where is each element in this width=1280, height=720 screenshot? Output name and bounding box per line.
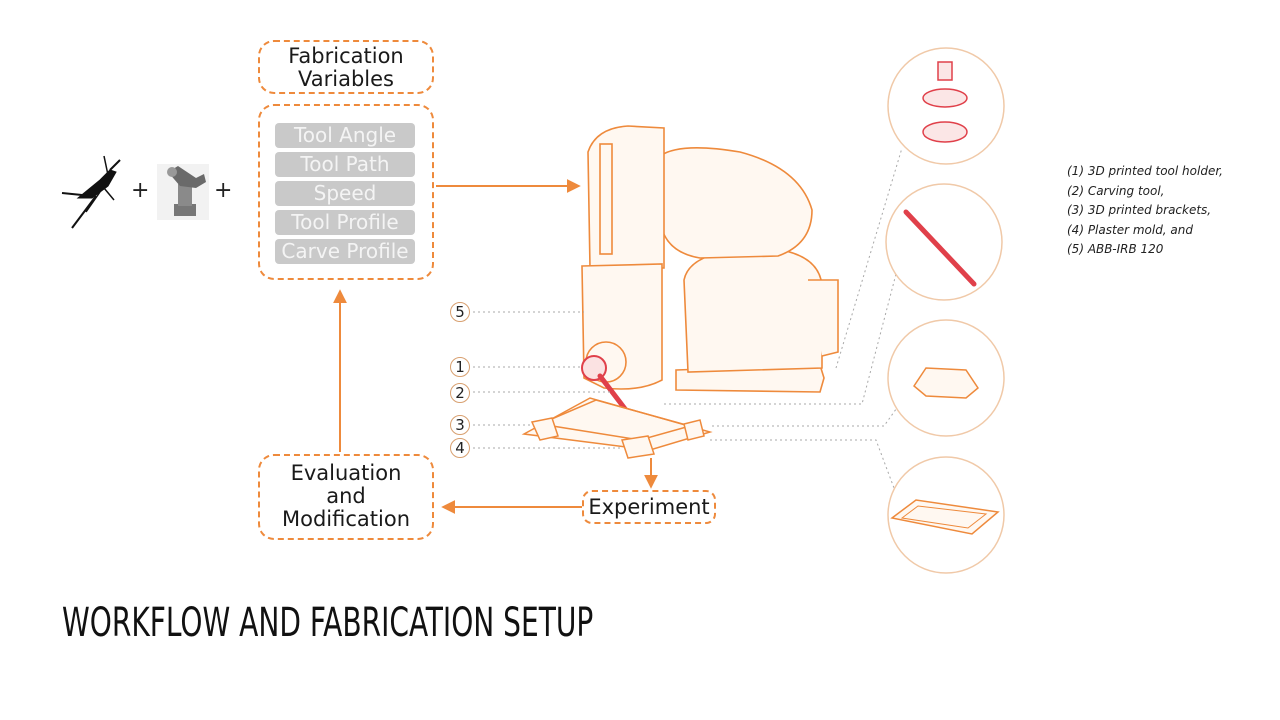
variables-box — [258, 104, 434, 280]
evaluation-label: Evaluation and Modification — [282, 461, 410, 531]
variable-tool-path: Tool Path — [275, 152, 415, 177]
callout-5: 5 — [450, 302, 470, 322]
legend-item: (2) Carving tool, — [1067, 183, 1165, 198]
variable-tool-angle: Tool Angle — [275, 123, 415, 148]
plaster-mold-illustration — [521, 397, 713, 459]
experiment-box: Experiment — [582, 490, 716, 524]
callout-4: 4 — [450, 438, 470, 458]
robot-arm-illustration — [581, 125, 839, 393]
legend-item: (3) 3D printed brackets, — [1067, 203, 1212, 217]
callout-1: 1 — [450, 357, 470, 377]
legend-item: (1) 3D printed tool holder, — [1067, 164, 1223, 178]
component-legend: (1) 3D printed tool holder, (2) Carving … — [1067, 162, 1223, 260]
plus-sign: + — [131, 178, 150, 203]
grasshopper-icon — [61, 155, 121, 229]
detail-circle-tool-holder — [887, 47, 1005, 165]
legend-item: (5) ABB-IRB 120 — [1067, 242, 1164, 256]
fabrication-variables-label: Fabrication Variables — [288, 44, 404, 91]
callout-2: 2 — [450, 383, 470, 403]
evaluation-box: Evaluation and Modification — [258, 454, 434, 540]
variable-tool-profile: Tool Profile — [275, 210, 415, 235]
callout-3: 3 — [450, 415, 470, 435]
variable-carve-profile: Carve Profile — [275, 239, 415, 264]
detail-circle-carving-tool — [885, 183, 1003, 301]
leader-lines — [468, 147, 913, 537]
detail-circle-brackets — [887, 319, 1005, 437]
robot-arm-icon — [157, 164, 209, 220]
detail-circle-mold — [887, 456, 1005, 574]
plus-sign: + — [214, 178, 233, 203]
variable-speed: Speed — [275, 181, 415, 206]
slide-title: WORKFLOW AND FABRICATION SETUP — [62, 600, 594, 646]
experiment-label: Experiment — [588, 495, 710, 519]
legend-item: (4) Plaster mold, and — [1067, 222, 1194, 237]
fabrication-variables-box: Fabrication Variables — [258, 40, 434, 94]
